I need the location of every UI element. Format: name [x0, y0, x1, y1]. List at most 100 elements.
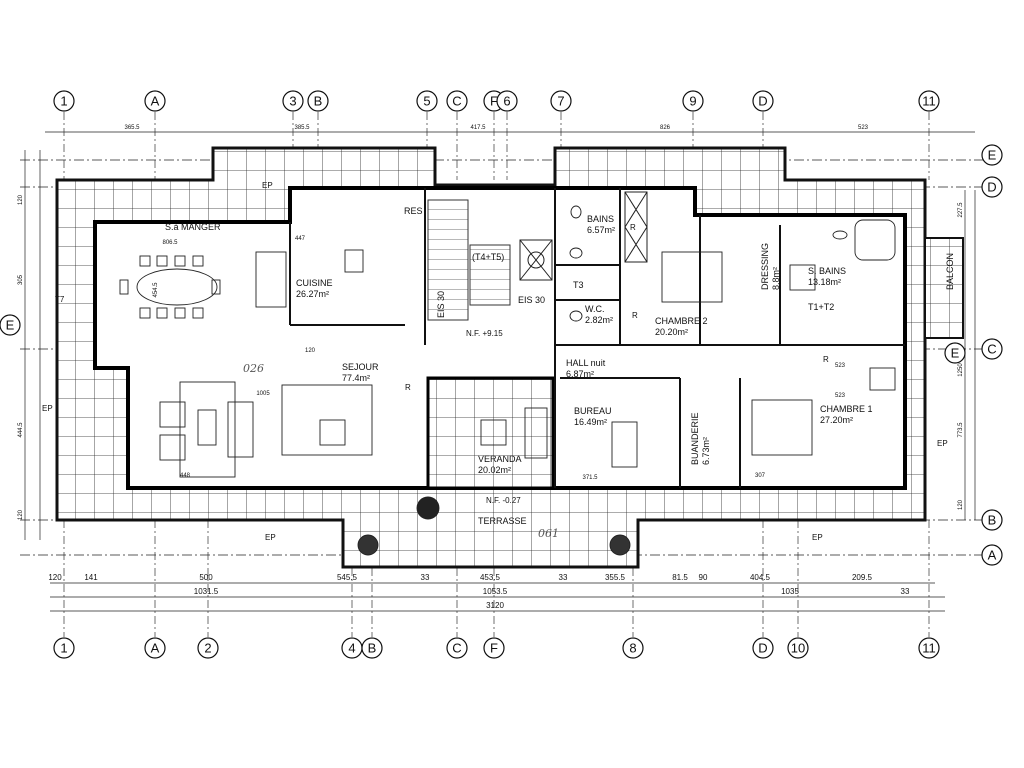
dimension-label: 523 [858, 125, 869, 131]
grid-axis-label: 6 [503, 94, 510, 109]
room-label: T3 [573, 280, 584, 290]
grid-axis-marker-right [981, 144, 1003, 166]
closet-icon [624, 191, 648, 263]
dimension-label: 81.5 [672, 573, 688, 582]
sofa [281, 384, 373, 456]
elevator-icon [519, 239, 553, 281]
dimension-label: 209.5 [852, 573, 873, 582]
grid-axis-label: D [758, 94, 767, 109]
grid-axis-label: A [151, 641, 160, 656]
dimension-label: 417.5 [470, 125, 486, 131]
room-area: 8.8m² [771, 267, 781, 290]
dimension-label: 1035 [781, 587, 799, 596]
section-marker-label: E [951, 346, 960, 361]
grid-axis-marker-top [307, 90, 329, 112]
plant-icon [357, 534, 379, 556]
dimension-label: 773.5 [958, 422, 964, 438]
dimension-label: 120 [958, 499, 964, 510]
ep-label: EP [812, 533, 823, 542]
grid-axis-label: 9 [689, 94, 696, 109]
room-label: T1+T2 [808, 302, 834, 312]
grid-axis-label: C [452, 641, 461, 656]
room-area: 2.82m² [585, 315, 613, 325]
room-label: BUREAU [574, 406, 612, 416]
grid-axis-marker-top [416, 90, 438, 112]
grid-axis-marker-right [981, 176, 1003, 198]
handwritten-note: 026 [243, 362, 264, 375]
dimension-label: 826 [660, 125, 671, 131]
r-mark: R [630, 223, 636, 232]
ep-label: EP [937, 439, 948, 448]
room-label: CHAMBRE 1 [820, 404, 873, 414]
dimension-label: 33 [559, 573, 568, 582]
grid-axis-label: 3 [289, 94, 296, 109]
section-marker [944, 342, 966, 364]
r-mark: R [405, 383, 411, 392]
room-label: CUISINE [296, 278, 333, 288]
grid-axis-marker-bottom [361, 637, 383, 659]
grid-axis-label: A [988, 548, 997, 563]
desk [611, 421, 638, 468]
grid-axis-marker-top [53, 90, 75, 112]
grid-axis-label: B [314, 94, 323, 109]
dimension-label: 120 [18, 509, 24, 520]
room-label: DRESSING [760, 243, 770, 290]
handwritten-note: 061 [538, 527, 559, 540]
room-label: BAINS [587, 214, 614, 224]
dimension-label: 33 [421, 573, 430, 582]
dimension-label: 545.5 [337, 573, 358, 582]
interior-walls [289, 188, 905, 488]
dimension-label: 90 [699, 573, 708, 582]
room-label: W.C. [585, 304, 605, 314]
section-marker [0, 314, 21, 336]
room-label: BALCON [945, 253, 955, 290]
dining-table [136, 268, 218, 306]
dimension-label: 227.5 [958, 202, 964, 218]
bathtub [854, 219, 896, 261]
grid-axis-label: A [151, 94, 160, 109]
room-area: 20.20m² [655, 327, 688, 337]
room-label: SEJOUR [342, 362, 379, 372]
grid-axis-marker-right [981, 509, 1003, 531]
staircase [469, 244, 511, 306]
grid-axis-label: 1 [60, 641, 67, 656]
t7-label: T7 [55, 295, 65, 304]
grid-axis-marker-top [918, 90, 940, 112]
dimension-label: 120 [305, 348, 316, 354]
kitchen-island [255, 251, 287, 308]
ep-label: EP [265, 533, 276, 542]
level-marker: N.F. -0.27 [486, 496, 521, 505]
grid-axis-label: F [490, 94, 498, 109]
room-label: EIS 30 [518, 295, 545, 305]
dimension-label: 365.5 [124, 125, 140, 131]
dimension-label: 1005 [256, 391, 270, 397]
grid-axis-label: 8 [629, 641, 636, 656]
grid-axis-marker-top [144, 90, 166, 112]
dimension-label: 371.5 [582, 475, 598, 481]
grid-axis-label: 4 [348, 641, 355, 656]
grid-axis-label: E [988, 148, 997, 163]
plant-icon [416, 496, 440, 520]
room-label: RES [404, 206, 423, 216]
ep-label: EP [42, 404, 53, 413]
veranda-area [426, 376, 555, 490]
grid-axis-label: D [758, 641, 767, 656]
grid-axis-marker-bottom [918, 637, 940, 659]
grid-axis-label: D [987, 180, 996, 195]
dimension-label: 3120 [486, 601, 504, 610]
grid-axis-label: B [368, 641, 377, 656]
room-area: 6.57m² [587, 225, 615, 235]
r-mark: R [632, 311, 638, 320]
dimension-label: 1250 [958, 363, 964, 377]
room-area: 13.18m² [808, 277, 841, 287]
grid-axis-marker-right [981, 338, 1003, 360]
grid-axis-marker-bottom [197, 637, 219, 659]
grid-axis-label: 11 [922, 94, 936, 109]
grid-axis-label: 2 [204, 641, 211, 656]
building-interior [93, 186, 907, 490]
grid-axis-marker-top [496, 90, 518, 112]
grid-axis-marker-bottom [752, 637, 774, 659]
grid-axis-label: 1 [60, 94, 67, 109]
bed [661, 251, 723, 303]
room-label: EIS 30 [436, 291, 446, 318]
